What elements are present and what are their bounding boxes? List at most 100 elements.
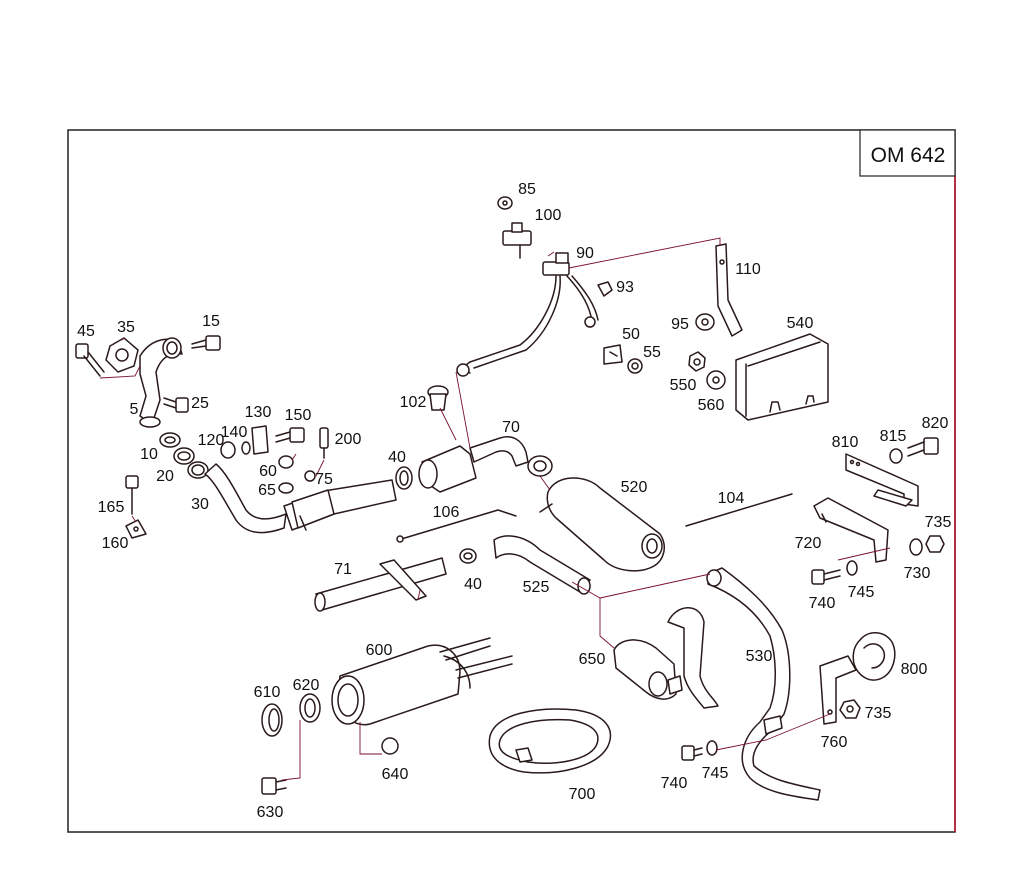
- callout-35: 35: [117, 319, 135, 336]
- part-800-rubber-mount: [852, 632, 896, 681]
- callout-200: 200: [335, 431, 362, 448]
- callout-525: 525: [523, 579, 550, 596]
- callout-120: 120: [198, 432, 225, 449]
- callout-600: 600: [366, 642, 393, 659]
- part-650-rear-muffler: [613, 607, 719, 709]
- part-745-washer-upper: [846, 560, 858, 576]
- part-735-nut-lower: [839, 699, 861, 719]
- callout-130: 130: [245, 404, 272, 421]
- part-93-clip: [597, 281, 613, 297]
- callout-15: 15: [202, 313, 220, 330]
- callout-740b: 740: [661, 775, 688, 792]
- part-60-plug: [278, 455, 294, 469]
- callout-25: 25: [191, 395, 209, 412]
- callout-104: 104: [718, 490, 745, 507]
- part-25-bolt: [163, 397, 189, 413]
- part-71-intermediate-pipe: [314, 557, 447, 612]
- callout-745a: 745: [848, 584, 875, 601]
- callout-520: 520: [621, 479, 648, 496]
- part-100-pressure-sensor: [502, 222, 532, 259]
- callout-165: 165: [98, 499, 125, 516]
- part-10-gasket: [159, 432, 181, 448]
- part-165-bolt: [125, 475, 139, 515]
- callout-815: 815: [880, 428, 907, 445]
- part-520-middle-muffler: [539, 477, 666, 572]
- callout-40b: 40: [464, 576, 482, 593]
- part-85-washer: [497, 196, 513, 210]
- part-815-washer: [889, 448, 903, 464]
- part-560-washer: [706, 370, 726, 390]
- callout-106: 106: [433, 504, 460, 521]
- leader-lines: [99, 237, 891, 781]
- callout-85: 85: [518, 181, 536, 198]
- part-160-bracket: [125, 519, 147, 539]
- callout-745b: 745: [702, 765, 729, 782]
- part-70-particulate-filter: [418, 436, 553, 493]
- part-35-gasket: [105, 337, 139, 373]
- callout-93: 93: [616, 279, 634, 296]
- callout-800: 800: [901, 661, 928, 678]
- part-55-nut: [627, 358, 643, 374]
- part-45-bolt: [75, 343, 105, 377]
- callout-760: 760: [821, 734, 848, 751]
- part-600-final-silencer: [331, 637, 513, 726]
- callout-71: 71: [334, 561, 352, 578]
- callout-735a: 735: [925, 514, 952, 531]
- callout-560: 560: [698, 397, 725, 414]
- part-630-bolt: [261, 777, 287, 795]
- callout-630: 630: [257, 804, 284, 821]
- callout-820: 820: [922, 415, 949, 432]
- part-530-rear-pipe: [706, 567, 821, 801]
- engine-code-box: [859, 129, 956, 177]
- callout-110: 110: [735, 261, 761, 278]
- callout-60: 60: [259, 463, 277, 480]
- part-540-heat-shield: [735, 333, 829, 421]
- callout-810: 810: [832, 434, 859, 451]
- callout-540: 540: [787, 315, 814, 332]
- callout-100: 100: [535, 207, 562, 224]
- part-102-grommet: [427, 385, 449, 411]
- callout-95: 95: [671, 316, 689, 333]
- callout-740a: 740: [809, 595, 836, 612]
- part-820-bolt: [907, 437, 939, 457]
- part-104-rod: [685, 493, 793, 527]
- callout-5: 5: [130, 401, 139, 418]
- part-810-bracket: [845, 453, 919, 507]
- part-75-plug: [304, 470, 316, 482]
- part-5-downpipe: [139, 337, 183, 428]
- part-90-sensor-line: [456, 252, 599, 377]
- callout-610: 610: [254, 684, 281, 701]
- engine-code-label: OM 642: [871, 144, 946, 167]
- part-65-seal-ring: [278, 482, 294, 494]
- callout-700: 700: [569, 786, 596, 803]
- part-110-bracket: [715, 243, 743, 337]
- callout-735b: 735: [865, 705, 892, 722]
- callout-650: 650: [579, 651, 606, 668]
- part-200-temperature-sensor: [319, 427, 329, 459]
- part-150-bolt: [275, 427, 305, 443]
- part-15-bolt: [191, 335, 221, 351]
- callout-75: 75: [315, 471, 333, 488]
- part-700-sealing-tape: [488, 708, 612, 774]
- part-730-washer: [909, 538, 923, 556]
- part-106-rod: [396, 509, 517, 543]
- callout-70: 70: [502, 419, 520, 436]
- part-620-clamp-ring: [299, 693, 321, 723]
- part-640-nut: [381, 737, 399, 755]
- callout-55: 55: [643, 344, 661, 361]
- callout-90: 90: [576, 245, 594, 262]
- callout-160: 160: [102, 535, 129, 552]
- part-30-front-pipe-catalyst: [204, 463, 397, 534]
- part-120-clamp: [173, 447, 195, 465]
- callout-102: 102: [400, 394, 427, 411]
- part-40-clamp-upper: [395, 466, 413, 490]
- part-525-connecting-pipe: [493, 535, 591, 595]
- part-20-seal-ring: [187, 461, 209, 479]
- callout-620: 620: [293, 677, 320, 694]
- callout-50: 50: [622, 326, 640, 343]
- callout-730: 730: [904, 565, 931, 582]
- callout-140: 140: [221, 424, 248, 441]
- callout-40a: 40: [388, 449, 406, 466]
